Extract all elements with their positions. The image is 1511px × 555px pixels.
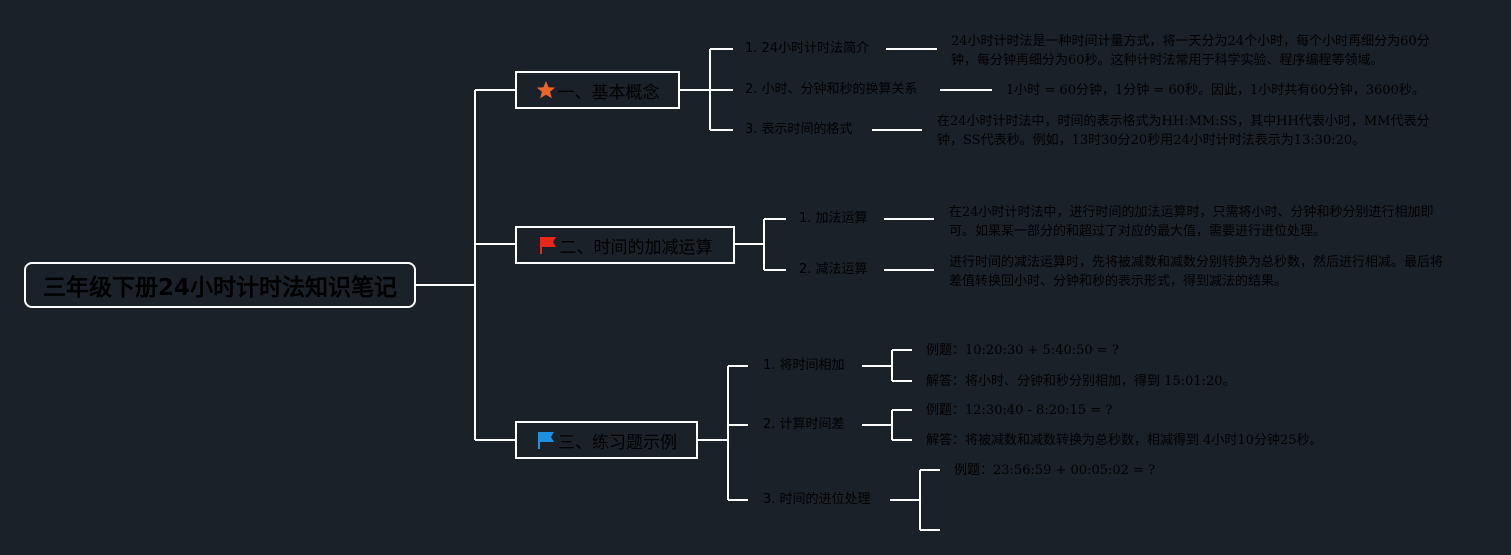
branch-title: 二、时间的加减运算: [559, 237, 713, 258]
connector-branch-3-item-1: [862, 349, 912, 382]
topic-subtraction[interactable]: 2. 减法运算: [799, 262, 868, 277]
branch-title: 三、练习题示例: [558, 432, 677, 453]
note-addition: 在24小时计时法中，进行时间的加法运算时，只需将小时、分钟和秒分别进行相加即可。…: [949, 205, 1434, 239]
note-conversion: 1小时 = 60分钟，1分钟 = 60秒。因此，1小时共有60分钟，3600秒。: [1006, 83, 1425, 98]
answer-2: 解答：将被减数和减数转换为总秒数，相减得到 4小时10分钟25秒。: [926, 433, 1323, 448]
answer-1: 解答：将小时、分钟和秒分别相加，得到 15:01:20。: [926, 374, 1236, 389]
flag-icon: [538, 235, 558, 255]
branch-add-subtract[interactable]: 二、时间的加减运算: [515, 226, 735, 264]
connector-branch-1-texts: [872, 48, 992, 131]
note-format: 在24小时计时法中，时间的表示格式为HH:MM:SS，其中HH代表小时，MM代表…: [937, 114, 1430, 148]
topic-format[interactable]: 3. 表示时间的格式: [745, 122, 853, 137]
topic-time-difference[interactable]: 2. 计算时间差: [763, 417, 845, 432]
connector-branch-3: [698, 365, 748, 501]
branch-exercises[interactable]: 三、练习题示例: [515, 421, 698, 459]
connector-branch-2: [735, 218, 786, 271]
topic-add-times[interactable]: 1. 将时间相加: [763, 358, 845, 373]
flag-icon: [536, 430, 556, 450]
topic-intro[interactable]: 1. 24小时计时法简介: [745, 41, 870, 56]
note-intro: 24小时计时法是一种时间计量方式，将一天分为24个小时，每个小时再细分为60分钟…: [951, 34, 1430, 68]
root-title: 三年级下册24小时计时法知识笔记: [42, 275, 397, 301]
branch-title: 一、基本概念: [557, 82, 660, 103]
connector-root: [416, 89, 515, 441]
connector-branch-2-texts: [884, 218, 934, 271]
topic-addition[interactable]: 1. 加法运算: [799, 211, 868, 226]
connector-branch-3-item-3: [890, 469, 940, 531]
branch-basic-concepts[interactable]: 一、基本概念: [515, 71, 680, 109]
connector-branch-1: [680, 48, 733, 131]
topic-conversion[interactable]: 2. 小时、分钟和秒的换算关系: [745, 82, 918, 97]
root-node[interactable]: 三年级下册24小时计时法知识笔记: [24, 262, 416, 308]
note-subtraction: 进行时间的减法运算时，先将被减数和减数分别转换为总秒数，然后进行相减。最后将差值…: [949, 255, 1444, 289]
star-icon: [536, 80, 556, 100]
topic-carry-over[interactable]: 3. 时间的进位处理: [763, 492, 871, 507]
connector-branch-3-item-2: [862, 409, 912, 441]
example-3: 例题：23:56:59 + 00:05:02 = ?: [954, 463, 1156, 478]
example-2: 例题：12:30:40 - 8:20:15 = ?: [926, 403, 1113, 418]
example-1: 例题：10:20:30 + 5:40:50 = ?: [926, 343, 1119, 358]
